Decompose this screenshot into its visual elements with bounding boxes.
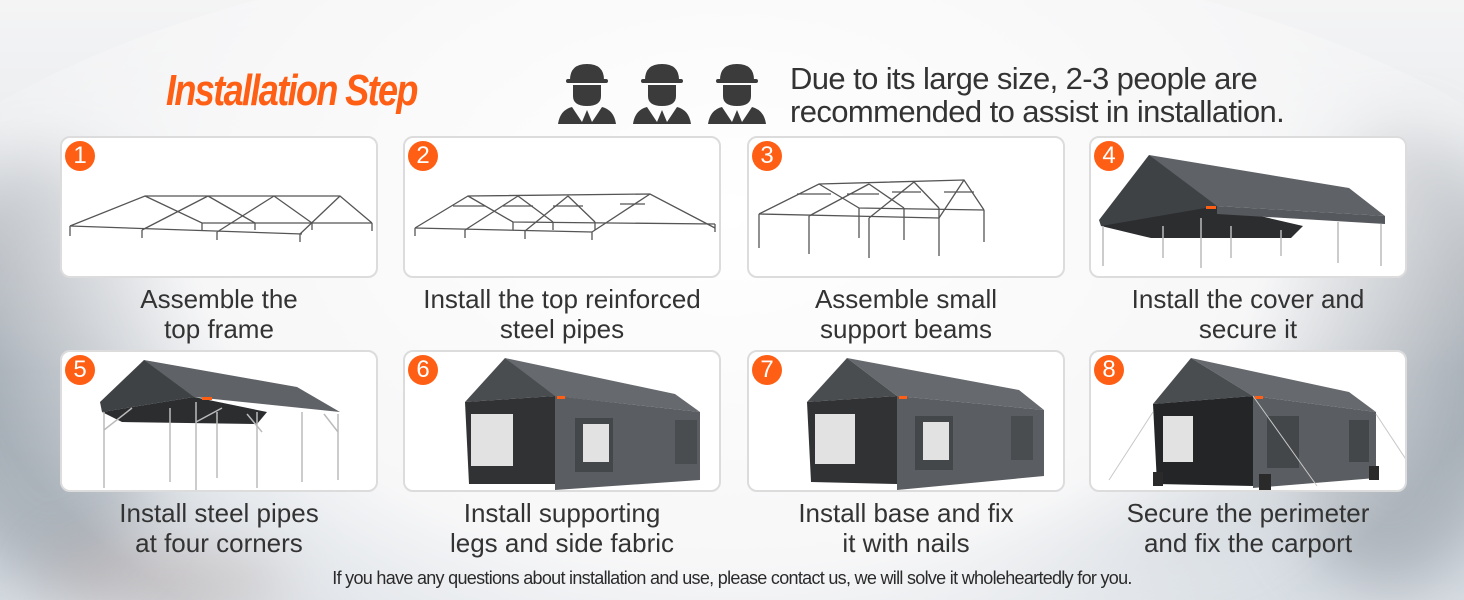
step-card-1: 1 [60,136,378,278]
installation-note: Due to its large size, 2-3 people are re… [790,61,1285,129]
page-title: Installation Step [166,66,418,115]
step-number-badge: 7 [752,355,782,385]
step-number-badge: 2 [408,141,438,171]
step-number-badge: 1 [65,141,95,171]
reinforced-pipes-illustration [414,193,716,240]
step-card-8: 8 [1089,350,1407,492]
step-number-badge: 8 [1094,355,1124,385]
step-caption-7: Install base and fix it with nails [798,498,1014,558]
step-card-6: 6 [403,350,721,492]
top-frame-illustration [69,195,373,242]
step-caption-1: Assemble the top frame [140,284,298,344]
step-caption-2: Install the top reinforced steel pipes [423,284,701,344]
step-caption-4: Install the cover and secure it [1131,284,1365,344]
cover-installed-illustration [1099,155,1385,268]
step-number-badge: 6 [408,355,438,385]
step-caption-3: Assemble small support beams [814,284,998,344]
step-card-4: 4 [1089,136,1407,278]
step-card-2: 2 [403,136,721,278]
worker-helmet-icon [558,64,616,124]
corner-pipes-illustration [100,360,340,490]
step-card-7: 7 [747,350,1065,492]
contact-footer-note: If you have any questions about installa… [332,568,1132,588]
step-caption-6: Install supporting legs and side fabric [449,498,675,558]
step-caption-5: Install steel pipes at four corners [119,498,319,558]
step-number-badge: 5 [65,355,95,385]
step-card-3: 3 [747,136,1065,278]
worker-helmet-icon [708,64,766,124]
note-line-2: recommended to assist in installation. [790,94,1285,129]
step-number-badge: 4 [1094,141,1124,171]
base-nails-illustration [807,358,1044,490]
worker-helmet-icon [633,64,691,124]
perimeter-secured-illustration [1108,358,1405,490]
support-beams-illustration [758,179,985,258]
step-number-badge: 3 [752,141,782,171]
step-card-5: 5 [60,350,378,492]
note-line-1: Due to its large size, 2-3 people are [790,61,1258,96]
worker-icons [556,62,768,124]
side-fabric-illustration [465,358,700,490]
step-caption-8: Secure the perimeter and fix the carport [1126,498,1370,558]
